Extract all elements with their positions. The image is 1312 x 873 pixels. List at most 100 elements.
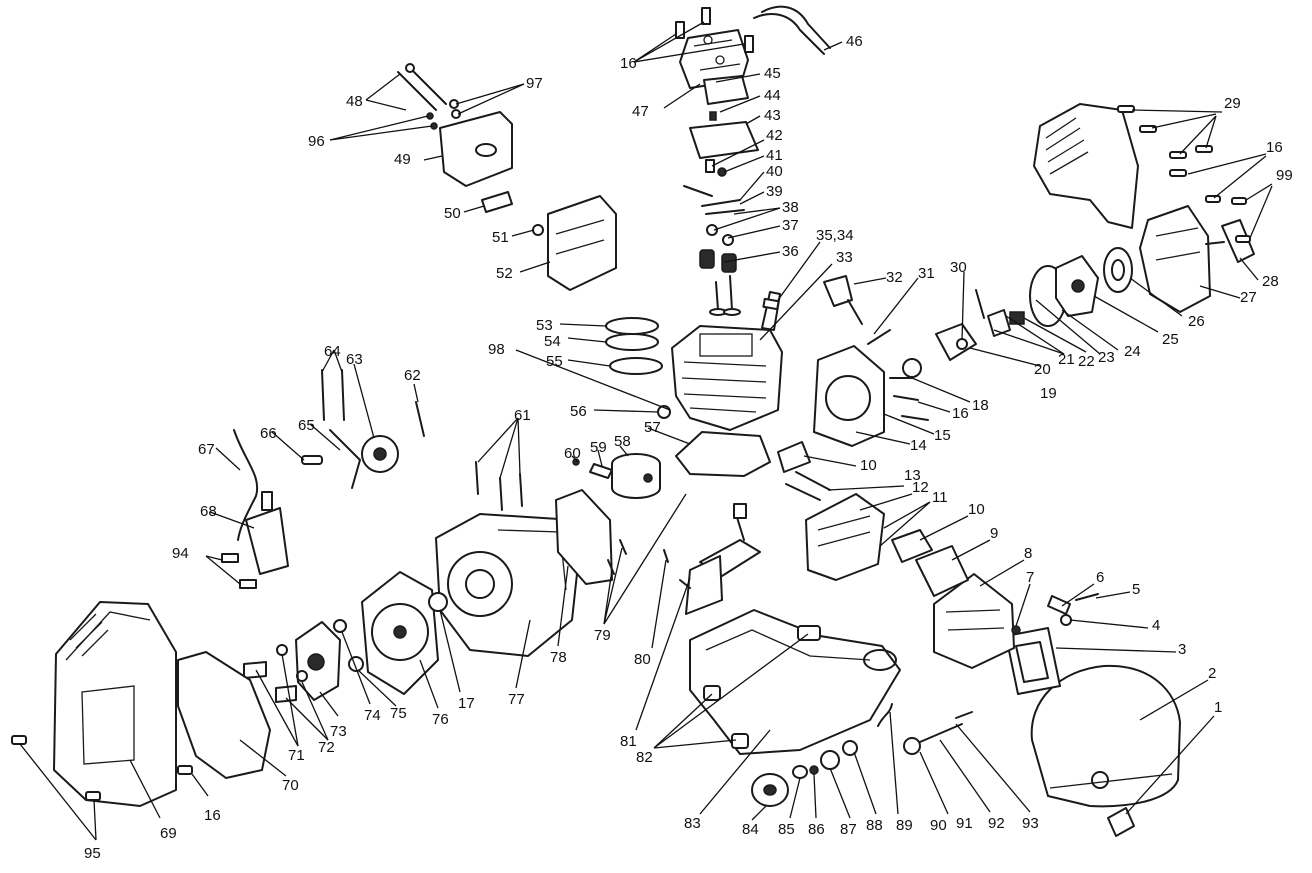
callout-29: 29 (1224, 95, 1241, 112)
callout-95: 95 (84, 845, 101, 862)
part-valves-34-35 (709, 275, 741, 316)
callout-33: 33 (836, 249, 853, 266)
part-nut-51 (532, 224, 544, 236)
callout-37: 37 (782, 217, 799, 234)
part-valve-springs-36 (699, 249, 737, 273)
part-small-parts-4-6 (1047, 593, 1099, 626)
part-cap-1 (1107, 807, 1135, 837)
callout-79: 79 (594, 627, 611, 644)
callout-9: 9 (990, 525, 998, 542)
part-screws-95 (11, 735, 101, 801)
callout-14: 14 (910, 437, 927, 454)
callout-3: 3 (1178, 641, 1186, 658)
part-starter-cup-73 (295, 621, 341, 701)
callout-58: 58 (614, 433, 631, 450)
part-filter-3 (1005, 627, 1061, 695)
callout-46: 46 (846, 33, 863, 50)
part-spring-89 (877, 703, 893, 727)
callout-12: 12 (912, 479, 929, 496)
part-bolts-15-16 (889, 377, 929, 421)
callout-10-upper: 10 (860, 457, 877, 474)
callout-91: 91 (956, 815, 973, 832)
callout-52: 52 (496, 265, 513, 282)
callout-10-lower: 10 (968, 501, 985, 518)
callout-70: 70 (282, 777, 299, 794)
callout-96: 96 (308, 133, 325, 150)
callout-55: 55 (546, 353, 563, 370)
part-insulator-12 (805, 493, 885, 581)
part-gasket-57 (675, 431, 771, 477)
callout-74: 74 (364, 707, 381, 724)
part-gasket-78 (555, 489, 613, 585)
part-cylinder-head (671, 325, 783, 431)
callout-25: 25 (1162, 331, 1179, 348)
callout-41: 41 (766, 147, 783, 164)
callout-87: 87 (840, 821, 857, 838)
part-seal-88 (842, 740, 858, 756)
callout-64: 64 (324, 343, 341, 360)
part-bearing-87 (820, 750, 840, 770)
callout-60: 60 (564, 445, 581, 462)
part-key-80 (663, 549, 669, 563)
callout-72: 72 (318, 739, 335, 756)
callout-59: 59 (590, 439, 607, 456)
callout-86: 86 (808, 821, 825, 838)
part-clip-86 (809, 765, 819, 775)
part-ring-53 (605, 317, 659, 335)
leader-lines (19, 21, 1273, 841)
part-reel-25 (1055, 255, 1099, 317)
callout-19: 19 (1040, 385, 1057, 402)
part-flywheel-76 (361, 571, 439, 695)
callout-89: 89 (896, 817, 913, 834)
part-bolts-13 (785, 471, 831, 501)
part-gasket-43 (689, 121, 759, 159)
callout-67: 67 (198, 441, 215, 458)
part-seal-18 (902, 358, 922, 378)
part-spring-cover-26 (1103, 247, 1133, 293)
part-bolt-30 (956, 338, 968, 350)
part-ring-55 (609, 357, 663, 375)
callout-32: 32 (886, 269, 903, 286)
part-clip-60 (572, 458, 580, 466)
callout-69: 69 (160, 825, 177, 842)
callout-16-top-right: 16 (1266, 139, 1283, 156)
part-ring-54 (605, 333, 659, 351)
callout-75: 75 (390, 705, 407, 722)
part-gasket-10-lower (891, 529, 933, 563)
callout-21: 21 (1058, 351, 1075, 368)
callout-28: 28 (1262, 273, 1279, 290)
callout-42: 42 (766, 127, 783, 144)
callout-1: 1 (1214, 699, 1222, 716)
part-gasket-50 (481, 191, 513, 213)
callout-35-34: 35,34 (816, 227, 854, 244)
callout-78: 78 (550, 649, 567, 666)
part-gasket-10-upper (777, 441, 811, 473)
part-crankshaft-81 (679, 503, 761, 615)
engine-parts (11, 5, 1255, 837)
part-bolt-31 (867, 329, 891, 345)
callout-83: 83 (684, 815, 701, 832)
callout-45: 45 (764, 65, 781, 82)
callout-2: 2 (1208, 665, 1216, 682)
callout-44: 44 (764, 87, 781, 104)
callout-7: 7 (1026, 569, 1034, 586)
part-bearing-17 (428, 592, 448, 612)
callout-57: 57 (644, 419, 661, 436)
part-spark-plug-33 (761, 291, 781, 331)
callout-27: 27 (1240, 289, 1257, 306)
callout-94: 94 (172, 545, 189, 562)
callout-31: 31 (918, 265, 935, 282)
callout-16-right-mid: 16 (952, 405, 969, 422)
callout-71: 71 (288, 747, 305, 764)
callout-30: 30 (950, 259, 967, 276)
callout-56: 56 (570, 403, 587, 420)
callout-51: 51 (492, 229, 509, 246)
part-shaft-90-93 (903, 711, 973, 755)
callout-81: 81 (620, 733, 637, 750)
part-governor-gear-63 (361, 435, 399, 473)
callout-97: 97 (526, 75, 543, 92)
callout-24: 24 (1124, 343, 1141, 360)
callout-15: 15 (934, 427, 951, 444)
callout-80: 80 (634, 651, 651, 668)
